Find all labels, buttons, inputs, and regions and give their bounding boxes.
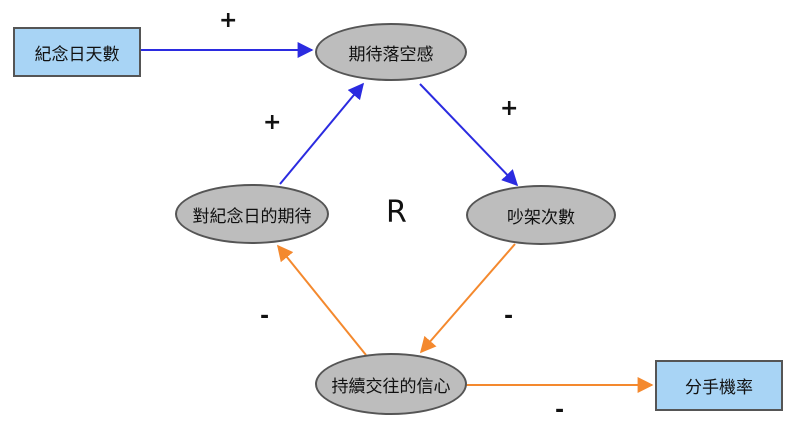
node-anniversary-days-label: 紀念日天數 [34, 44, 120, 65]
polarity-sign-expectation-to-disappointment: + [263, 110, 282, 135]
node-breakup-rate: 分手機率 [655, 360, 783, 411]
node-quarrel-count-label: 吵架次數 [507, 207, 575, 228]
node-breakup-rate-label: 分手機率 [685, 378, 753, 398]
node-anniversary-expectation-label: 對紀念日的期待 [192, 206, 312, 227]
node-relationship-confidence-label: 持續交往的信心 [331, 376, 451, 397]
polarity-sign-confidence-to-expectation: - [260, 304, 270, 329]
node-quarrel-count: 吵架次數 [466, 185, 616, 245]
node-anniversary-expectation: 對紀念日的期待 [175, 184, 329, 244]
node-relationship-confidence: 持續交往的信心 [315, 353, 467, 415]
polarity-sign-quarrels-to-confidence: - [504, 304, 514, 329]
link-disappointment-to-quarrels [419, 83, 519, 187]
link-confidence-to-expectation [276, 244, 367, 356]
polarity-sign-disappointment-to-quarrels: + [500, 96, 519, 121]
node-disappointment: 期待落空感 [315, 23, 467, 81]
reinforcing-loop-label: R [386, 195, 407, 230]
polarity-sign-days-to-disappointment: + [219, 8, 238, 33]
polarity-sign-confidence-to-breakup: - [555, 398, 565, 423]
node-disappointment-label: 期待落空感 [348, 44, 434, 65]
node-anniversary-days: 紀念日天數 [13, 27, 141, 77]
link-quarrels-to-confidence [419, 243, 516, 354]
link-expectation-to-disappointment [279, 82, 365, 185]
